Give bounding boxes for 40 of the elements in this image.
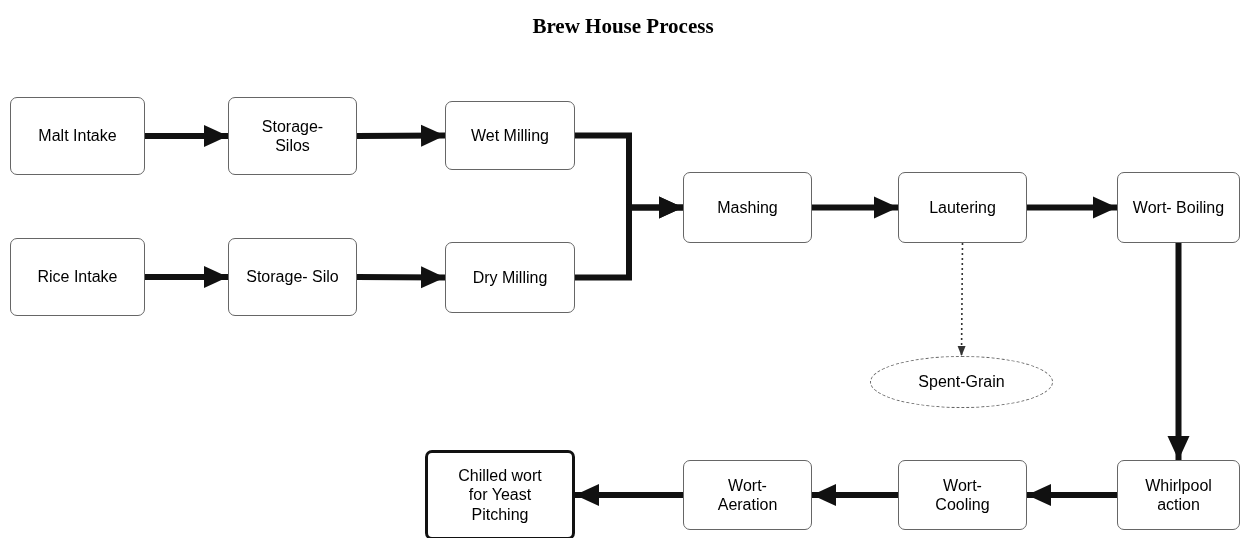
step-label: Wet Milling xyxy=(471,125,549,146)
process-box xyxy=(445,242,575,313)
process-box xyxy=(10,97,145,175)
arrow xyxy=(356,124,446,147)
arrow xyxy=(575,196,683,281)
step-label: Whirlpool action xyxy=(1144,475,1213,515)
step-label: Malt Intake xyxy=(38,126,117,146)
arrow xyxy=(1167,243,1190,460)
step-label: Dry Milling xyxy=(472,267,548,288)
step-label: Rice Intake xyxy=(37,267,118,287)
process-box xyxy=(1117,460,1240,530)
process-box xyxy=(445,101,575,170)
arrow xyxy=(957,242,966,357)
step-label: Lautering xyxy=(929,197,996,218)
process-box xyxy=(1117,172,1240,243)
step-label: Chilled wort for Yeast Pitching xyxy=(457,466,543,524)
arrow xyxy=(356,266,446,289)
step-label: Wort- Cooling xyxy=(934,475,991,515)
process-box xyxy=(898,172,1027,243)
step-label: Wort- Aeration xyxy=(716,475,779,515)
arrow xyxy=(1027,196,1117,219)
step-label: Spent-Grain xyxy=(918,372,1005,392)
process-box xyxy=(683,172,812,243)
arrow xyxy=(145,125,228,147)
process-box xyxy=(898,460,1027,530)
process-box xyxy=(228,97,357,175)
arrow xyxy=(145,266,228,288)
step-label: Mashing xyxy=(717,197,778,218)
arrow xyxy=(1027,484,1117,506)
step-label: Wort- Boiling xyxy=(1132,197,1225,218)
step-label: Storage- Silo xyxy=(246,267,339,287)
process-box xyxy=(425,450,575,538)
process-box xyxy=(683,460,812,530)
arrow xyxy=(812,484,898,506)
step-label: Storage- Silos xyxy=(260,116,325,156)
title: Brew House Process xyxy=(531,14,715,39)
process-box xyxy=(10,238,145,316)
process-box xyxy=(228,238,357,316)
arrow xyxy=(575,484,683,506)
arrow xyxy=(812,196,898,219)
